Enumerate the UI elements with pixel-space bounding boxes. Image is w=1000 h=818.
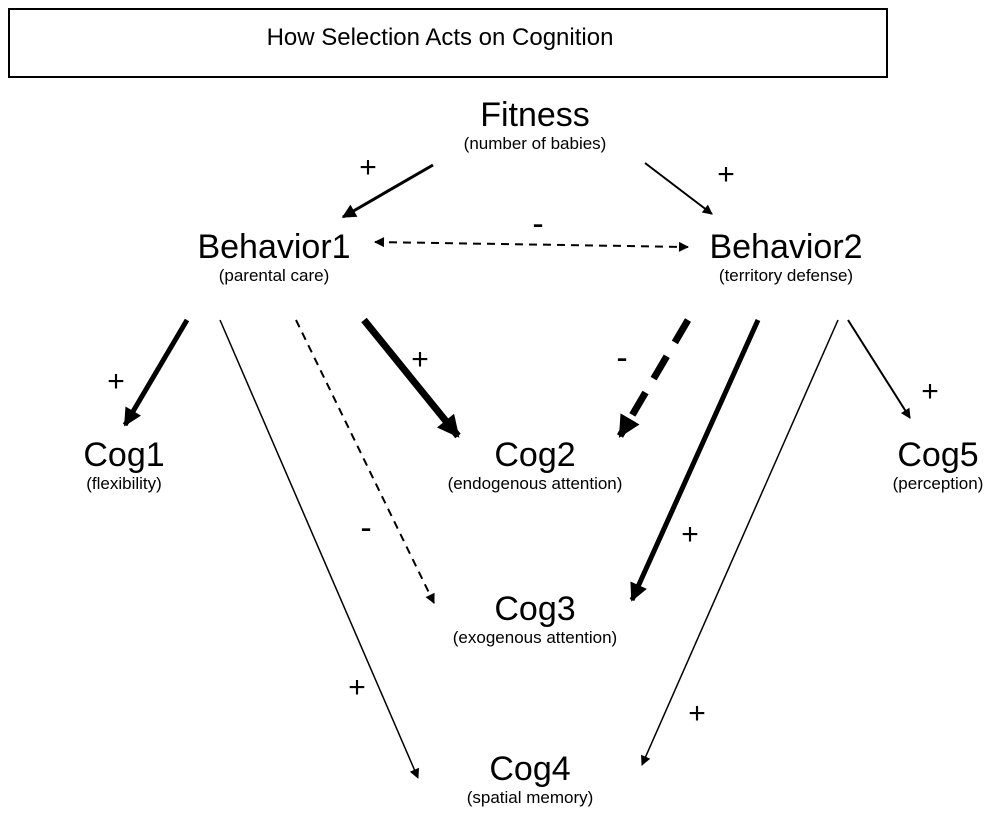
sign-behavior1-cog2: + xyxy=(411,343,429,376)
node-label: Fitness xyxy=(480,96,590,134)
node-cog4: Cog4 (spatial memory) xyxy=(467,750,594,808)
edge-fitness-behavior2 xyxy=(644,162,713,215)
node-subtitle: (parental care) xyxy=(218,266,330,285)
node-fitness: Fitness (number of babies) xyxy=(464,96,607,154)
edge-behavior2-cog2 xyxy=(616,318,692,438)
node-label: Cog4 xyxy=(489,750,571,788)
node-label: Behavior2 xyxy=(709,228,863,266)
edge-behavior1-cog2 xyxy=(361,317,461,439)
node-cog5: Cog5 (perception) xyxy=(893,436,984,494)
edge-behavior1-cog4 xyxy=(219,319,420,779)
edge-behavior1-behavior2 xyxy=(374,237,689,252)
node-label: Behavior1 xyxy=(197,228,351,266)
node-label: Cog5 xyxy=(897,436,979,474)
sign-behavior1-cog1: + xyxy=(107,365,125,398)
title-box xyxy=(8,8,888,78)
node-subtitle: (endogenous attention) xyxy=(447,474,623,493)
diagram-title: How Selection Acts on Cognition xyxy=(266,24,614,51)
edge-behavior1-cog3 xyxy=(295,319,435,604)
node-cog1: Cog1 (flexibility) xyxy=(83,436,164,494)
node-cog2: Cog2 (endogenous attention) xyxy=(448,436,623,494)
sign-behavior1-behavior2: - xyxy=(532,205,544,243)
node-subtitle: (number of babies) xyxy=(463,134,607,153)
node-label: Cog3 xyxy=(494,590,576,628)
sign-fitness-behavior2: + xyxy=(717,158,735,191)
node-behavior1: Behavior1 (parental care) xyxy=(197,228,350,286)
node-subtitle: (territory defense) xyxy=(718,266,854,285)
sign-behavior2-cog2: - xyxy=(616,339,628,377)
node-label: Cog2 xyxy=(494,436,576,474)
node-subtitle: (flexibility) xyxy=(86,474,162,493)
node-label: Cog1 xyxy=(83,436,165,474)
sign-fitness-behavior1: + xyxy=(359,151,377,184)
sign-behavior1-cog4: + xyxy=(348,671,366,704)
edge-fitness-behavior1 xyxy=(341,163,434,219)
sign-behavior2-cog3: + xyxy=(681,518,699,551)
edge-behavior2-cog3 xyxy=(629,318,761,602)
node-behavior2: Behavior2 (territory defense) xyxy=(709,228,862,286)
sign-behavior2-cog5: + xyxy=(921,375,939,408)
node-cog3: Cog3 (exogenous attention) xyxy=(453,590,617,648)
node-subtitle: (exogenous attention) xyxy=(452,628,618,647)
node-subtitle: (perception) xyxy=(892,474,984,493)
edge-behavior2-cog5 xyxy=(847,319,911,419)
node-subtitle: (spatial memory) xyxy=(466,788,594,807)
sign-behavior1-cog3: - xyxy=(360,509,372,547)
edge-behavior1-cog1 xyxy=(122,318,190,427)
sign-behavior2-cog4: + xyxy=(688,697,706,730)
edge-behavior2-cog4 xyxy=(641,319,839,766)
